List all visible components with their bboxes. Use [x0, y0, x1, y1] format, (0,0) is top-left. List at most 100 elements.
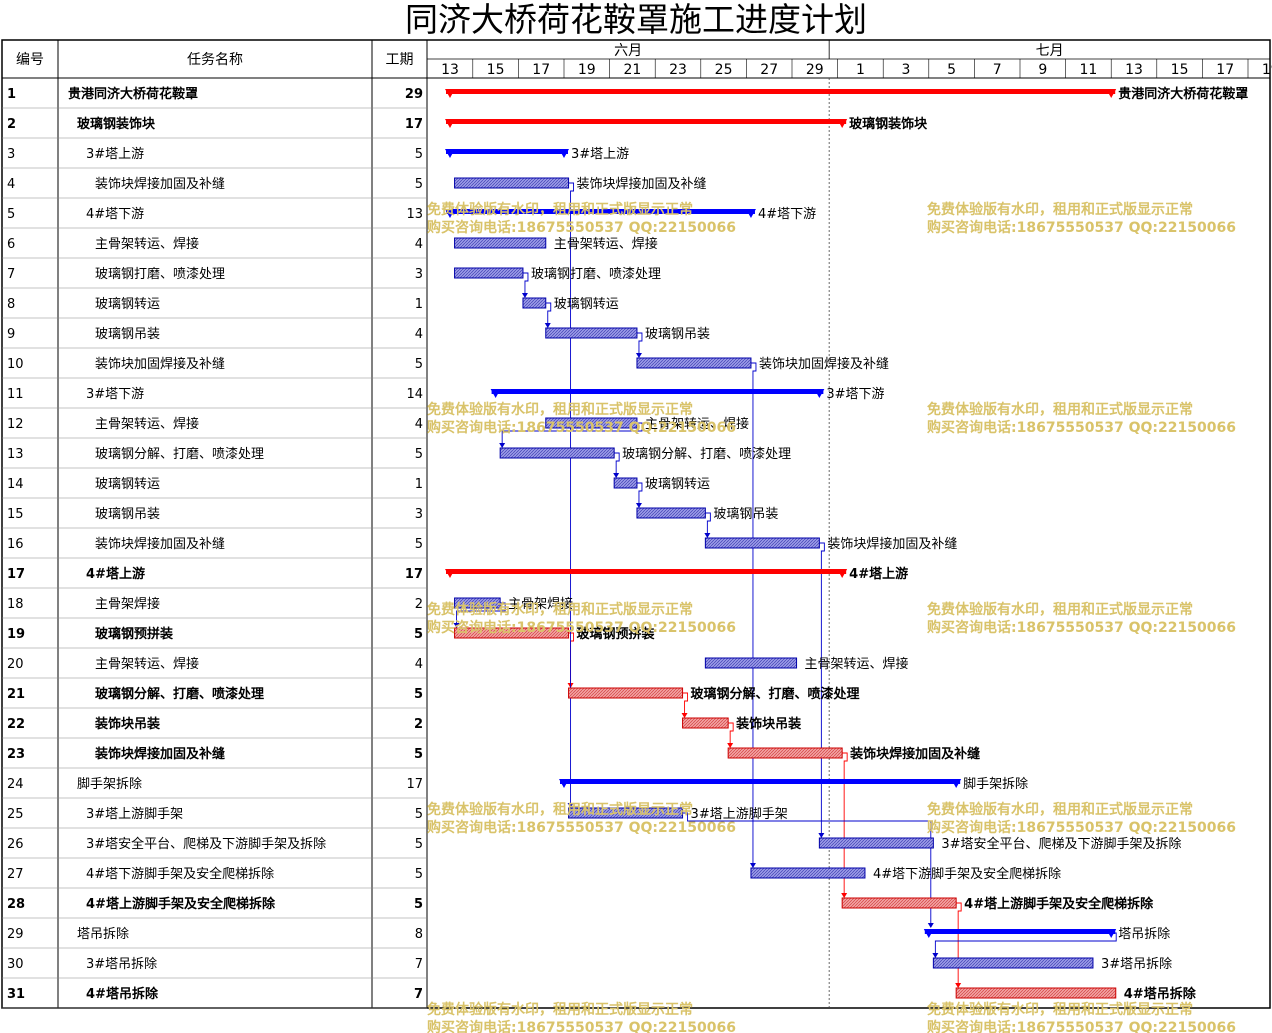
dependency-link [635, 482, 643, 507]
bar-label: 3#塔吊拆除 [1101, 957, 1172, 972]
row-name: 4#塔上游脚手架及安全爬梯拆除 [86, 896, 276, 912]
summary-bar [560, 779, 961, 784]
dependency-arrow [727, 743, 734, 748]
row-id: 17 [7, 567, 25, 582]
task-bar [568, 687, 684, 699]
row-name: 3#塔吊拆除 [86, 957, 157, 972]
row-id: 23 [7, 747, 25, 762]
bar-label: 装饰块焊接加固及补缝 [577, 176, 707, 192]
task-bar [727, 747, 843, 759]
bar-label: 玻璃钢分解、打磨、喷漆处理 [691, 686, 860, 702]
row-duration: 17 [405, 567, 423, 582]
row-name: 主骨架焊接 [95, 596, 160, 612]
watermark-line1: 免费体验版有水印，租用和正式版显示正常 [427, 1001, 693, 1018]
dependency-link [818, 542, 825, 837]
tick-label: 19 [578, 62, 596, 78]
bar-label: 3#塔下游 [826, 387, 884, 402]
task-bar [636, 357, 752, 369]
task-bar [704, 537, 820, 549]
dependency-arrow [932, 953, 939, 958]
bar-label: 主骨架转运、焊接 [805, 656, 909, 672]
bar-label: 4#塔上游脚手架及安全爬梯拆除 [964, 896, 1154, 912]
dependency-arrow [635, 353, 642, 358]
row-name: 装饰块加固焊接及补缝 [95, 356, 225, 372]
task-bar [932, 957, 1094, 969]
row-id: 2 [7, 117, 16, 132]
dependency-arrow [499, 443, 506, 448]
watermark-line1: 免费体验版有水印，租用和正式版显示正常 [427, 801, 693, 818]
dependency-link [955, 902, 962, 987]
row-duration: 5 [415, 147, 423, 162]
watermark-line2: 购买咨询电话:18675550537 QQ:22150066 [427, 619, 736, 636]
row-duration: 8 [415, 927, 423, 942]
row-duration: 17 [405, 117, 423, 132]
bar-label: 玻璃钢分解、打磨、喷漆处理 [622, 446, 791, 462]
bar-label: 装饰块焊接加固及补缝 [827, 536, 957, 552]
dependency-link [544, 302, 552, 327]
row-duration: 13 [406, 207, 423, 222]
dependency-arrow [681, 713, 688, 718]
row-id: 11 [7, 387, 24, 402]
bar-label: 玻璃钢打磨、喷漆处理 [531, 266, 661, 282]
summary-bar [446, 209, 755, 214]
watermark-line1: 免费体验版有水印，租用和正式版显示正常 [427, 601, 693, 618]
task-bar [955, 987, 1117, 999]
task-bar [682, 717, 729, 729]
row-duration: 4 [415, 237, 423, 252]
row-name: 3#塔上游 [86, 147, 144, 162]
dependency-arrow [635, 503, 642, 508]
bar-label: 玻璃钢转运 [554, 297, 619, 312]
task-bar [750, 867, 866, 879]
watermark-line2: 购买咨询电话:18675550537 QQ:22150066 [427, 219, 736, 236]
dependency-arrow [955, 983, 962, 988]
bar-label: 装饰块焊接加固及补缝 [849, 746, 980, 762]
task-bar [499, 447, 615, 459]
task-bar [454, 267, 524, 279]
row-duration: 29 [405, 87, 423, 102]
summary-cap-left [445, 149, 455, 158]
row-duration: 2 [414, 717, 423, 732]
bar-label: 贵港同济大桥荷花鞍罩 [1118, 86, 1248, 102]
tick-label: 15 [487, 62, 505, 78]
dependency-link [727, 722, 734, 747]
row-id: 22 [7, 717, 25, 732]
task-bar [522, 297, 547, 309]
row-name: 玻璃钢分解、打磨、喷漆处理 [95, 446, 264, 462]
dependency-link [501, 422, 643, 447]
dependency-link [613, 452, 620, 477]
summary-cap-right [559, 149, 569, 158]
row-id: 21 [7, 687, 25, 702]
summary-cap-right [1106, 929, 1117, 938]
dependency-arrow [521, 293, 528, 298]
row-duration: 5 [414, 897, 423, 912]
dependency-link [704, 512, 711, 537]
header-id: 编号 [16, 52, 44, 68]
summary-bar [491, 389, 824, 394]
row-duration: 1 [415, 477, 423, 492]
row-duration: 2 [415, 597, 423, 612]
row-id: 10 [7, 357, 24, 372]
tick-label: 17 [532, 62, 550, 78]
row-duration: 4 [415, 657, 423, 672]
row-duration: 3 [415, 507, 423, 522]
bar-label: 4#塔下游 [758, 207, 816, 222]
summary-cap-right [951, 779, 962, 788]
row-id: 14 [7, 477, 24, 492]
row-name: 玻璃钢吊装 [95, 327, 160, 342]
task-bar [545, 417, 638, 429]
row-name: 玻璃钢转运 [95, 477, 160, 492]
bar-label: 3#塔安全平台、爬梯及下游脚手架及拆除 [941, 836, 1181, 852]
row-id: 19 [7, 627, 25, 642]
summary-cap-right [837, 569, 848, 578]
tick-label: 25 [715, 62, 733, 78]
dependency-arrow [818, 833, 825, 838]
row-duration: 5 [415, 867, 423, 882]
row-name: 3#塔安全平台、爬梯及下游脚手架及拆除 [86, 836, 326, 852]
tick-label: 23 [669, 62, 687, 78]
row-duration: 5 [414, 627, 423, 642]
dependency-link [749, 362, 757, 867]
row-name: 主骨架转运、焊接 [95, 656, 199, 672]
row-duration: 1 [415, 297, 423, 312]
row-name: 4#塔下游 [86, 207, 144, 222]
watermark-line2: 购买咨询电话:18675550537 QQ:22150066 [927, 819, 1236, 836]
